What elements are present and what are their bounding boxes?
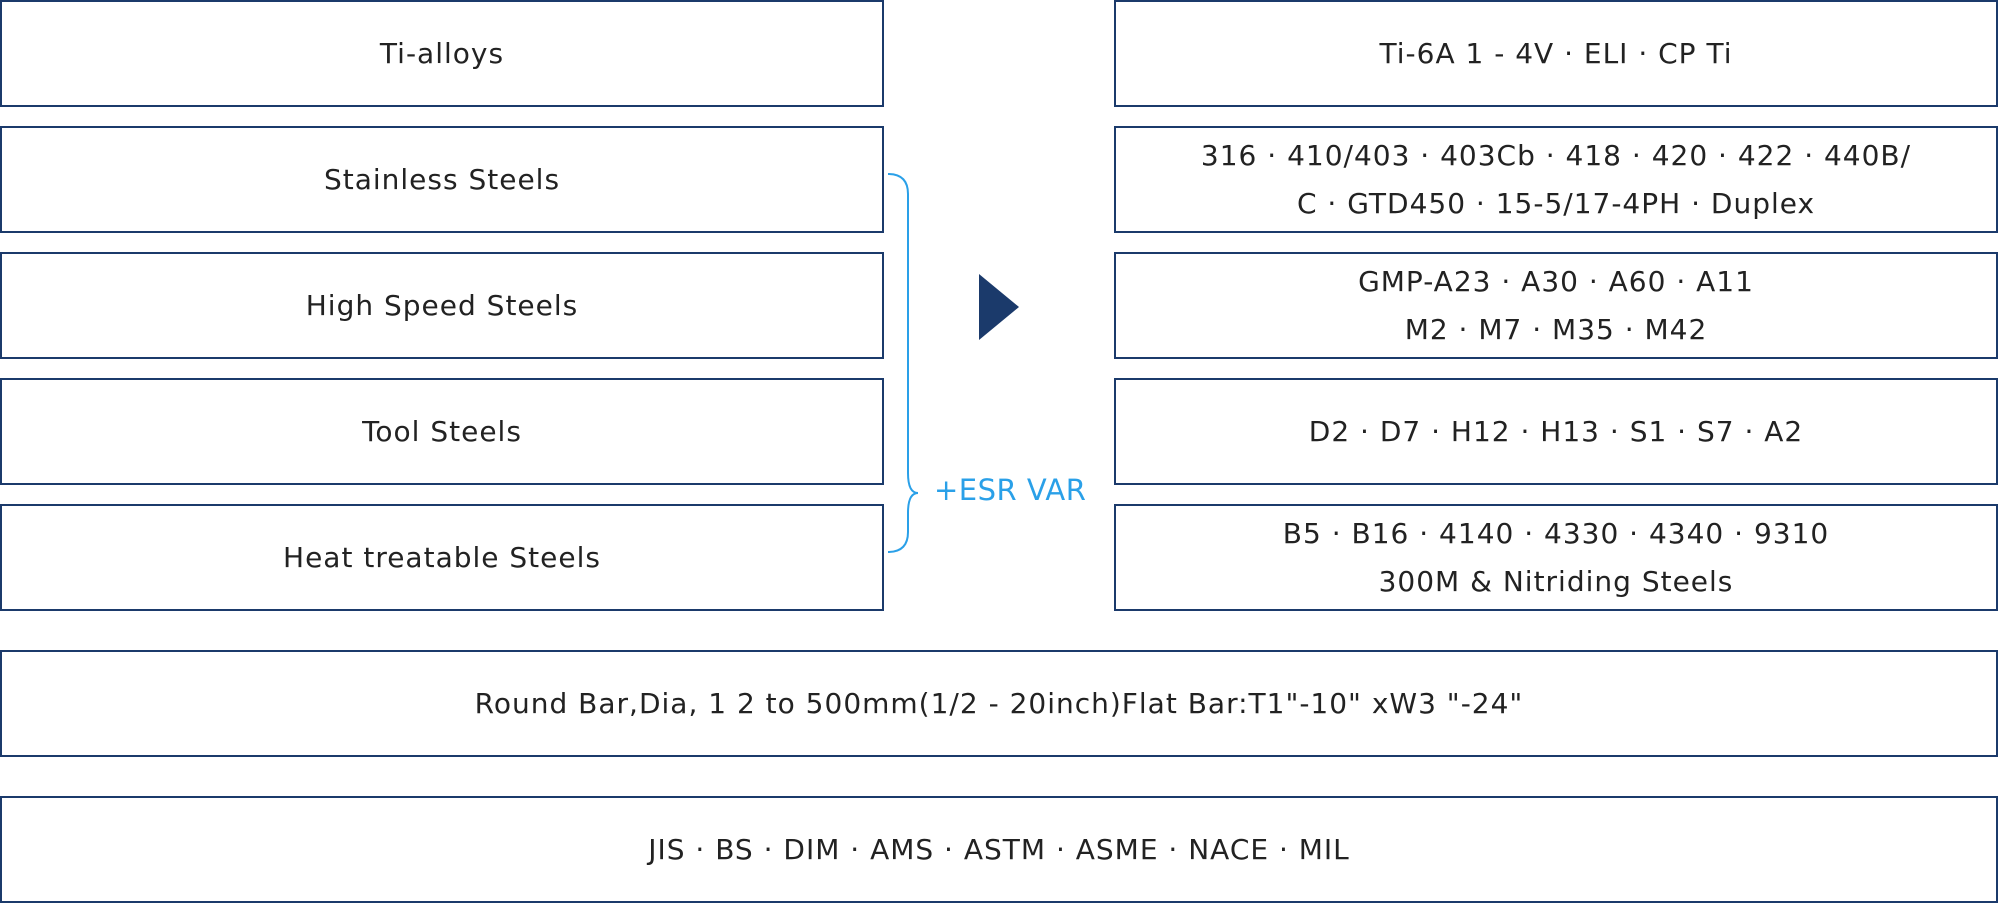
category-label: High Speed Steels: [305, 288, 579, 322]
sizes-box: Round Bar,Dia, 1 2 to 500mm(1/2 - 20inch…: [0, 650, 1998, 757]
grades-box-ti-alloys: Ti-6A 1 - 4V · ELI · CP Ti: [1114, 0, 1998, 107]
grades-box-tool-steels: D2 · D7 · H12 · H13 · S1 · S7 · A2: [1114, 378, 1998, 485]
sizes-text: Round Bar,Dia, 1 2 to 500mm(1/2 - 20inch…: [474, 686, 1524, 720]
grouping-bracket: [887, 173, 919, 553]
standards-box: JIS · BS · DIM · AMS · ASTM · ASME · NAC…: [0, 796, 1998, 903]
grades-box-stainless-steels: 316 · 410/403 · 403Cb · 418 · 420 · 422 …: [1114, 126, 1998, 233]
category-label: Tool Steels: [362, 414, 522, 448]
category-label: Ti-alloys: [379, 36, 505, 70]
esr-var-label: +ESR VAR: [934, 473, 1087, 507]
category-box-heat-treatable-steels: Heat treatable Steels: [0, 504, 884, 611]
grades-line: B5 · B16 · 4140 · 4330 · 4340 · 9310: [1282, 516, 1830, 550]
grades-line: Ti-6A 1 - 4V · ELI · CP Ti: [1379, 36, 1733, 70]
category-box-high-speed-steels: High Speed Steels: [0, 252, 884, 359]
grades-line: 300M & Nitriding Steels: [1378, 564, 1734, 598]
grades-line: GMP-A23 · A30 · A60 · A11: [1358, 264, 1754, 298]
grades-line: M2 · M7 · M35 · M42: [1404, 312, 1708, 346]
category-box-ti-alloys: Ti-alloys: [0, 0, 884, 107]
grades-line: D2 · D7 · H12 · H13 · S1 · S7 · A2: [1308, 414, 1804, 448]
arrow-right-icon: [979, 274, 1019, 340]
standards-text: JIS · BS · DIM · AMS · ASTM · ASME · NAC…: [648, 832, 1350, 866]
category-label: Stainless Steels: [323, 162, 561, 196]
grades-box-heat-treatable-steels: B5 · B16 · 4140 · 4330 · 4340 · 9310 300…: [1114, 504, 1998, 611]
grades-box-high-speed-steels: GMP-A23 · A30 · A60 · A11 M2 · M7 · M35 …: [1114, 252, 1998, 359]
grades-line: C · GTD450 · 15-5/17-4PH · Duplex: [1296, 186, 1816, 220]
category-box-stainless-steels: Stainless Steels: [0, 126, 884, 233]
grades-line: 316 · 410/403 · 403Cb · 418 · 420 · 422 …: [1200, 138, 1912, 172]
category-label: Heat treatable Steels: [283, 540, 601, 574]
category-box-tool-steels: Tool Steels: [0, 378, 884, 485]
